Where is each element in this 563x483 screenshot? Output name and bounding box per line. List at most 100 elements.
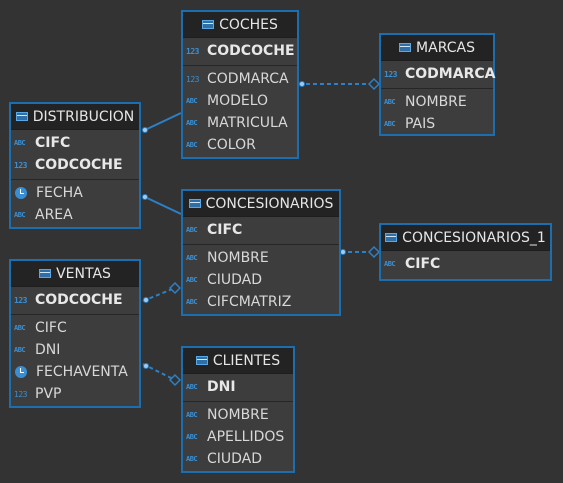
- relationship-coches-marcas[interactable]: [299, 77, 381, 91]
- string-type-icon: ABC: [14, 139, 26, 147]
- column-row[interactable]: ABC PAIS: [381, 113, 493, 135]
- entity-header[interactable]: COCHES: [183, 12, 297, 38]
- entity-header[interactable]: CLIENTES: [183, 348, 293, 374]
- key-section: ABC CIFC: [381, 251, 550, 278]
- column-name: FECHA: [36, 185, 83, 201]
- numeric-type-icon: 123: [384, 69, 397, 79]
- string-type-icon: ABC: [186, 455, 198, 463]
- string-type-icon: ABC: [186, 298, 198, 306]
- column-name: CIUDAD: [207, 451, 263, 467]
- numeric-type-icon: 123: [186, 46, 199, 56]
- column-name: CIFC: [35, 135, 71, 151]
- string-type-icon: ABC: [384, 260, 396, 268]
- string-type-icon: ABC: [186, 433, 198, 441]
- column-name: CIUDAD: [207, 272, 263, 288]
- column-name: CIFC: [405, 256, 441, 272]
- column-row[interactable]: 123 PVP: [11, 383, 139, 405]
- string-type-icon: ABC: [186, 226, 198, 234]
- entity-title: MARCAS: [416, 39, 475, 56]
- column-name: PAIS: [405, 116, 436, 132]
- string-type-icon: ABC: [186, 411, 198, 419]
- entity-title: CLIENTES: [212, 352, 281, 369]
- numeric-type-icon: 123: [186, 74, 199, 84]
- column-name: AREA: [35, 207, 73, 223]
- column-row[interactable]: ABC COLOR: [183, 134, 297, 156]
- column-name: DNI: [35, 342, 61, 358]
- column-row[interactable]: 123 CODMARCA: [381, 63, 496, 85]
- column-name: NOMBRE: [207, 407, 269, 423]
- table-icon: [188, 199, 201, 208]
- column-row[interactable]: ABC AREA: [11, 204, 139, 226]
- relationship-ventas-clientes[interactable]: [142, 363, 182, 387]
- entity-header[interactable]: CONCESIONARIOS_1: [381, 225, 550, 251]
- entity-header[interactable]: MARCAS: [381, 35, 493, 61]
- entity-title: DISTRIBUCION: [32, 108, 135, 125]
- string-type-icon: ABC: [186, 276, 198, 284]
- numeric-type-icon: 123: [14, 389, 27, 399]
- datetime-type-icon: [15, 366, 27, 378]
- column-name: COLOR: [207, 137, 256, 153]
- datetime-type-icon: [15, 187, 27, 199]
- column-row[interactable]: ABC NOMBRE: [183, 404, 293, 426]
- column-row[interactable]: FECHA: [11, 182, 139, 204]
- relationship-distribucion-concesionarios[interactable]: [142, 194, 182, 215]
- column-name: CODMARCA: [207, 71, 289, 87]
- entity-header[interactable]: CONCESIONARIOS: [183, 191, 339, 217]
- relationship-ventas-concesionarios[interactable]: [142, 281, 182, 303]
- string-type-icon: ABC: [186, 141, 198, 149]
- entity-header[interactable]: DISTRIBUCION: [11, 104, 139, 130]
- column-row[interactable]: ABC CIUDAD: [183, 269, 339, 291]
- string-type-icon: ABC: [14, 211, 26, 219]
- entity-header[interactable]: VENTAS: [11, 261, 139, 287]
- attribute-section: FECHA ABC AREA: [11, 179, 139, 229]
- column-name: CODCOCHE: [207, 43, 295, 59]
- column-name: CODMARCA: [405, 66, 496, 82]
- column-name: NOMBRE: [405, 94, 467, 110]
- numeric-type-icon: 123: [14, 160, 27, 170]
- column-name: MATRICULA: [207, 115, 288, 131]
- column-name: CODCOCHE: [35, 292, 123, 308]
- column-name: FECHAVENTA: [36, 364, 128, 380]
- column-row[interactable]: 123 CODCOCHE: [183, 40, 297, 62]
- table-icon: [399, 43, 412, 52]
- entity-title: CONCESIONARIOS_1: [402, 229, 546, 246]
- column-row[interactable]: ABC CIUDAD: [183, 448, 293, 470]
- column-row[interactable]: FECHAVENTA: [11, 361, 139, 383]
- relationship-concesionarios-concesionarios-1[interactable]: [340, 245, 381, 259]
- column-row[interactable]: ABC CIFC: [11, 132, 139, 154]
- string-type-icon: ABC: [384, 120, 396, 128]
- table-icon: [385, 233, 398, 242]
- column-row[interactable]: ABC DNI: [11, 339, 139, 361]
- relationship-distribucion-coches[interactable]: [142, 112, 182, 133]
- key-section: 123 CODCOCHE: [183, 38, 297, 65]
- column-name: PVP: [35, 386, 62, 402]
- column-row[interactable]: ABC CIFC: [381, 253, 550, 275]
- string-type-icon: ABC: [14, 346, 26, 354]
- column-row[interactable]: 123 CODMARCA: [183, 68, 297, 90]
- string-type-icon: ABC: [186, 254, 198, 262]
